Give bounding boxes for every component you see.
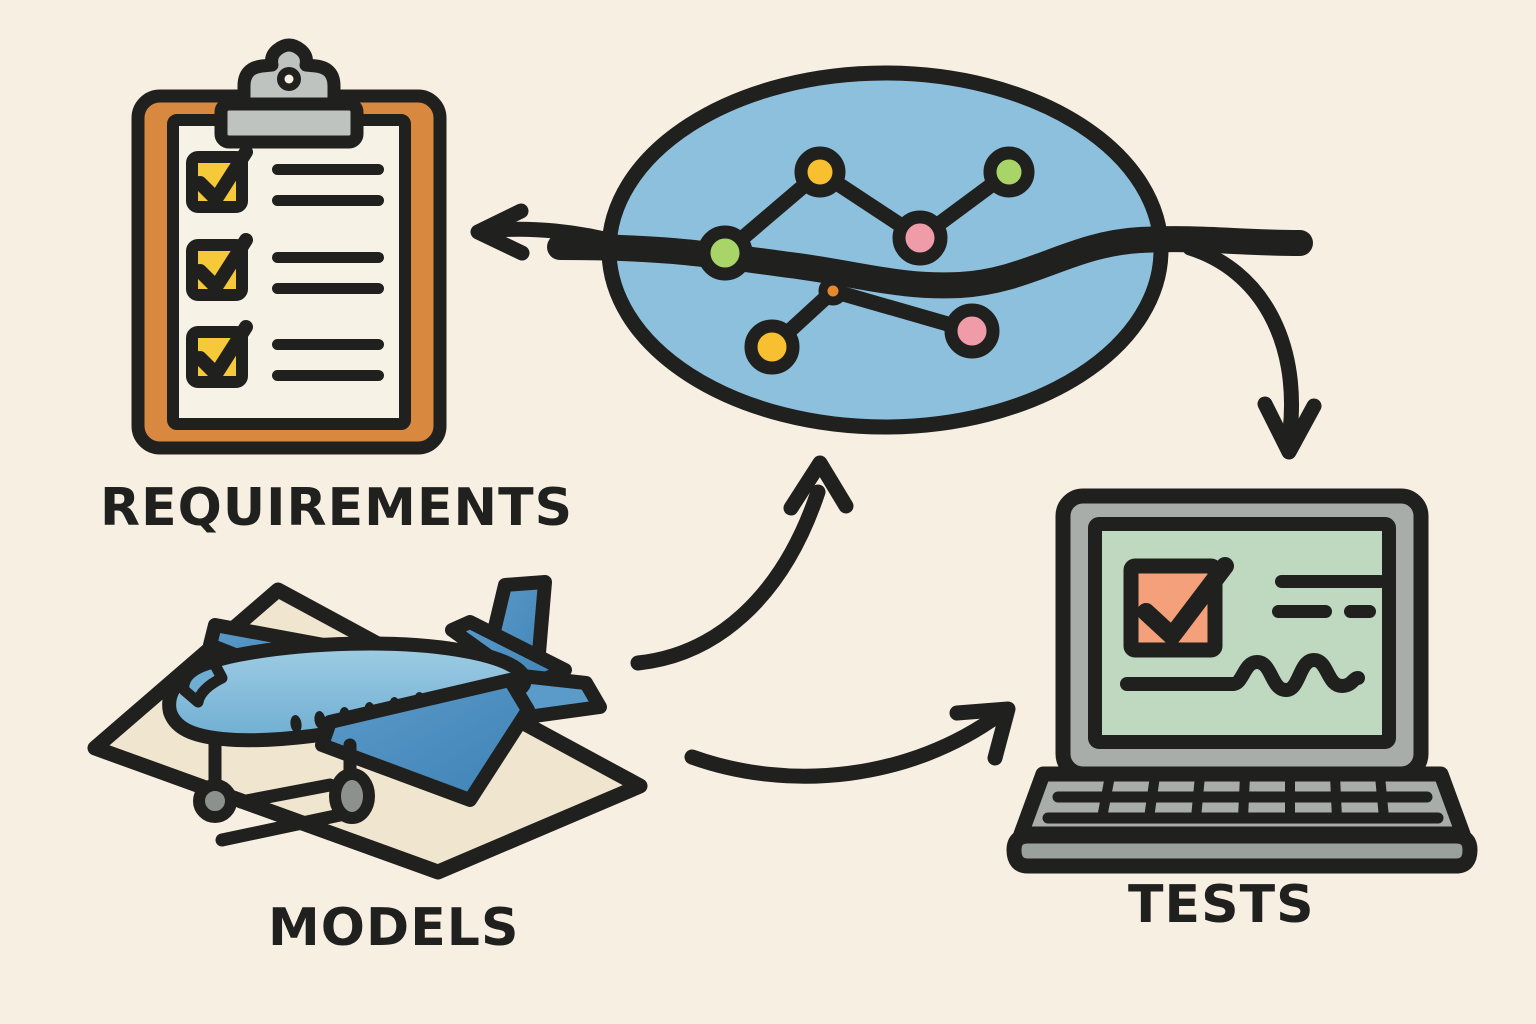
blueprint-line-2 (215, 808, 347, 847)
arrow-model-to-requirements (470, 203, 628, 261)
arrow-head-up (783, 455, 854, 516)
arrow-models-to-model (630, 455, 854, 671)
requirement-item-1[interactable] (186, 145, 384, 213)
keyboard-key-separators (1097, 771, 1389, 823)
screen-text-line-2 (1272, 605, 1332, 618)
plane-cockpit-window (178, 657, 228, 708)
test-result-check-icon (1137, 557, 1234, 645)
models-blueprint-airplane[interactable] (87, 575, 648, 880)
graph-node-pink-bottomright[interactable] (944, 303, 1000, 359)
clipboard-clip-hole (284, 74, 294, 84)
arrow-models-to-tests (684, 701, 1016, 784)
screen-text-line-3 (1344, 605, 1376, 618)
graph-node-yellow-top[interactable] (794, 146, 846, 198)
clipboard-clip-bar (214, 97, 364, 149)
arrow-shaft-left (479, 221, 628, 251)
graph-node-green-topright[interactable] (983, 146, 1035, 198)
arrow-shaft-up (630, 484, 826, 671)
requirement-item-2[interactable] (186, 233, 384, 301)
check-icon-2 (193, 233, 253, 294)
graph-node-hub-orange[interactable] (818, 276, 848, 306)
blueprint-line-1 (234, 778, 337, 809)
requirement-line-1b (272, 195, 384, 206)
plane-main-wheel (329, 768, 375, 824)
central-system-model[interactable] (547, 65, 1313, 435)
screen-signature-squiggle (1226, 653, 1365, 697)
requirement-line-1a (272, 164, 384, 175)
arrow-shaft-bottom (684, 706, 1008, 784)
arrow-shaft-right (1182, 240, 1299, 440)
plane-wing-main (315, 673, 535, 807)
plane-nose-wheel (193, 779, 237, 823)
plane-fuselage (162, 636, 532, 748)
label-requirements: REQUIREMENTS (100, 478, 574, 538)
laptop-base-front (1006, 828, 1478, 874)
arrow-head-bottom (949, 701, 1016, 766)
requirements-clipboard[interactable] (131, 38, 447, 455)
graph-node-green-left[interactable] (697, 225, 753, 281)
requirement-line-3b (272, 370, 384, 381)
arrow-head-right (1257, 396, 1322, 460)
graph-node-yellow-bottom[interactable] (744, 319, 800, 375)
arrow-model-to-tests (1182, 240, 1322, 460)
tests-laptop[interactable] (1006, 488, 1478, 874)
label-models: MODELS (268, 898, 520, 958)
label-tests: TESTS (1128, 875, 1315, 935)
requirement-item-3[interactable] (186, 320, 384, 388)
screen-text-line-1 (1275, 575, 1387, 588)
requirement-line-2a (272, 252, 384, 263)
graph-node-pink-center[interactable] (892, 210, 948, 266)
requirement-line-3a (272, 339, 384, 350)
check-icon-3 (193, 320, 253, 381)
requirement-line-2b (272, 283, 384, 294)
check-icon-1 (193, 145, 253, 206)
arrow-head-left (470, 203, 530, 261)
system-model-nodes (697, 146, 1035, 375)
